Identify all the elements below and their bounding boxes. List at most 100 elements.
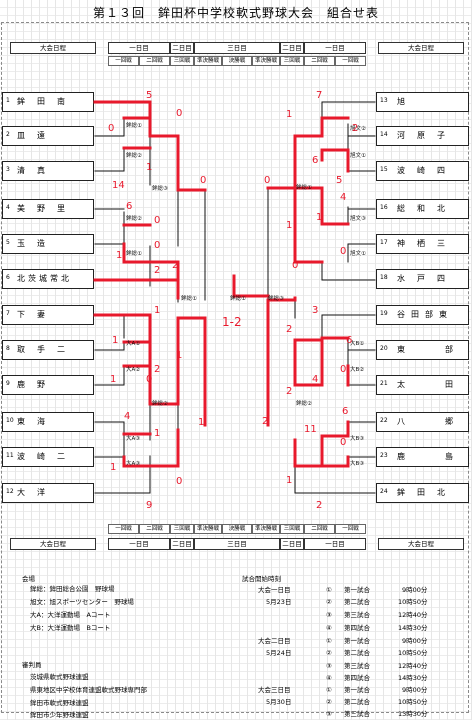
score: 4: [340, 192, 346, 203]
game-time: 10時50分: [398, 649, 428, 657]
game-num: ①: [326, 637, 332, 645]
team-seed: 8: [6, 345, 10, 352]
sub-final-bottom: 決勝戦: [222, 524, 252, 534]
sub-final: 決勝戦: [222, 56, 252, 66]
game-time: 13時30分: [398, 710, 428, 718]
team-name: 下妻: [17, 310, 57, 319]
score: 0: [340, 246, 346, 257]
game-time: 14時30分: [398, 674, 428, 682]
sub-sf-left-bottom: 準決勝戦: [194, 524, 222, 534]
day-label: 大会二日目: [258, 637, 291, 645]
team-name: 鹿野: [17, 380, 57, 389]
score: 1: [286, 109, 292, 120]
game-name: 第二試合: [344, 698, 370, 706]
sub-r1-right: 一回戦: [335, 56, 366, 66]
score: 1: [116, 250, 122, 261]
team-name: 大洋: [17, 488, 57, 497]
score: 2: [154, 364, 160, 375]
bracket-win-line: [232, 116, 350, 468]
schedule-label-bottom-left: 大会日程: [10, 538, 96, 550]
score: 4: [312, 374, 318, 385]
team-seed: 5: [6, 239, 10, 246]
game-time: 10時50分: [398, 698, 428, 706]
team-name: 総和北: [397, 204, 457, 213]
team-seed: 11: [6, 452, 14, 459]
venue-mark: 鉾総①: [181, 294, 197, 302]
score: 0: [292, 260, 298, 271]
team-box-right: 20東部: [376, 340, 469, 360]
venue-mark: 旭文①: [350, 151, 366, 159]
round-header-day3: 三日目: [194, 42, 280, 54]
sub-r3-left-bottom: 三回戦: [170, 524, 194, 534]
referee-line: 鉾田市少年野球連盟: [30, 711, 89, 719]
game-name: 第二試合: [344, 598, 370, 606]
round-header-day3-bottom: 三日目: [194, 538, 280, 550]
score: 1: [110, 374, 116, 385]
day-date: 5月23日: [266, 598, 292, 606]
sub-sf-right: 準決勝戦: [252, 56, 280, 66]
sub-sf-left: 準決勝戦: [194, 56, 222, 66]
day-date: 5月24日: [266, 649, 292, 657]
game-num: ③: [326, 710, 332, 718]
venue-mark: 大B①: [350, 339, 364, 347]
score: 5: [146, 90, 152, 101]
sub-r1-left-bottom: 一回戦: [108, 524, 139, 534]
venue-mark: 大B③: [350, 459, 364, 467]
venue-mark: 鉾総②: [296, 399, 312, 407]
round-header-day1-right: 一日目: [304, 42, 366, 54]
venue-mark: 鉾総①: [296, 183, 312, 191]
team-seed: 18: [380, 274, 388, 281]
game-name: 第三試合: [344, 611, 370, 619]
team-name: 清真: [17, 166, 57, 175]
score: 1: [154, 305, 160, 316]
game-num: ①: [326, 686, 332, 694]
sub-r2-left: 二回戦: [139, 56, 170, 66]
team-seed: 4: [6, 204, 10, 211]
venue-mark: 大A②: [126, 365, 140, 373]
game-name: 第三試合: [344, 662, 370, 670]
score: 0: [108, 123, 114, 134]
venue-mark: 大B②: [350, 365, 364, 373]
game-name: 第二試合: [344, 649, 370, 657]
venue-line: 旭文：旭スポーツセンター 野球場: [30, 598, 134, 606]
score: 0: [176, 476, 182, 487]
venue-mark: 旭文③: [350, 214, 366, 222]
team-seed: 15: [380, 166, 388, 173]
venue-mark: 大B③: [350, 434, 364, 442]
schedule-label-top-right: 大会日程: [378, 42, 464, 54]
round-header-day1-left: 一日目: [108, 42, 170, 54]
referee-heading: 審判員: [22, 661, 42, 669]
game-num: ④: [326, 624, 332, 632]
score: 0: [340, 437, 346, 448]
day-label: 大会三日目: [258, 686, 291, 694]
sub-r3-right: 三回戦: [280, 56, 304, 66]
team-seed: 7: [6, 310, 10, 317]
time-heading: 試合開始時刻: [242, 575, 281, 583]
team-name: 美野里: [17, 204, 77, 213]
venue-line: 大B：大洋運動場 Bコート: [30, 624, 111, 632]
venue-line: 大A：大洋運動場 Aコート: [30, 611, 111, 619]
sub-r1-right-bottom: 一回戦: [335, 524, 366, 534]
score: 2: [286, 386, 292, 397]
score: 7: [316, 90, 322, 101]
round-header-day2-left: 二日目: [170, 42, 194, 54]
bracket-line: [94, 117, 206, 494]
score: 1: [176, 350, 182, 361]
game-time: 12時40分: [398, 611, 428, 619]
score: 9: [146, 500, 152, 511]
schedule-label-top-left: 大会日程: [10, 42, 96, 54]
referee-line: 県東地区中学校体育連盟軟式野球専門部: [30, 686, 147, 694]
sub-r2-left-bottom: 二回戦: [139, 524, 170, 534]
venue-mark: 鉾総②: [126, 214, 142, 222]
score: 3: [312, 305, 318, 316]
team-seed: 1: [6, 97, 10, 104]
